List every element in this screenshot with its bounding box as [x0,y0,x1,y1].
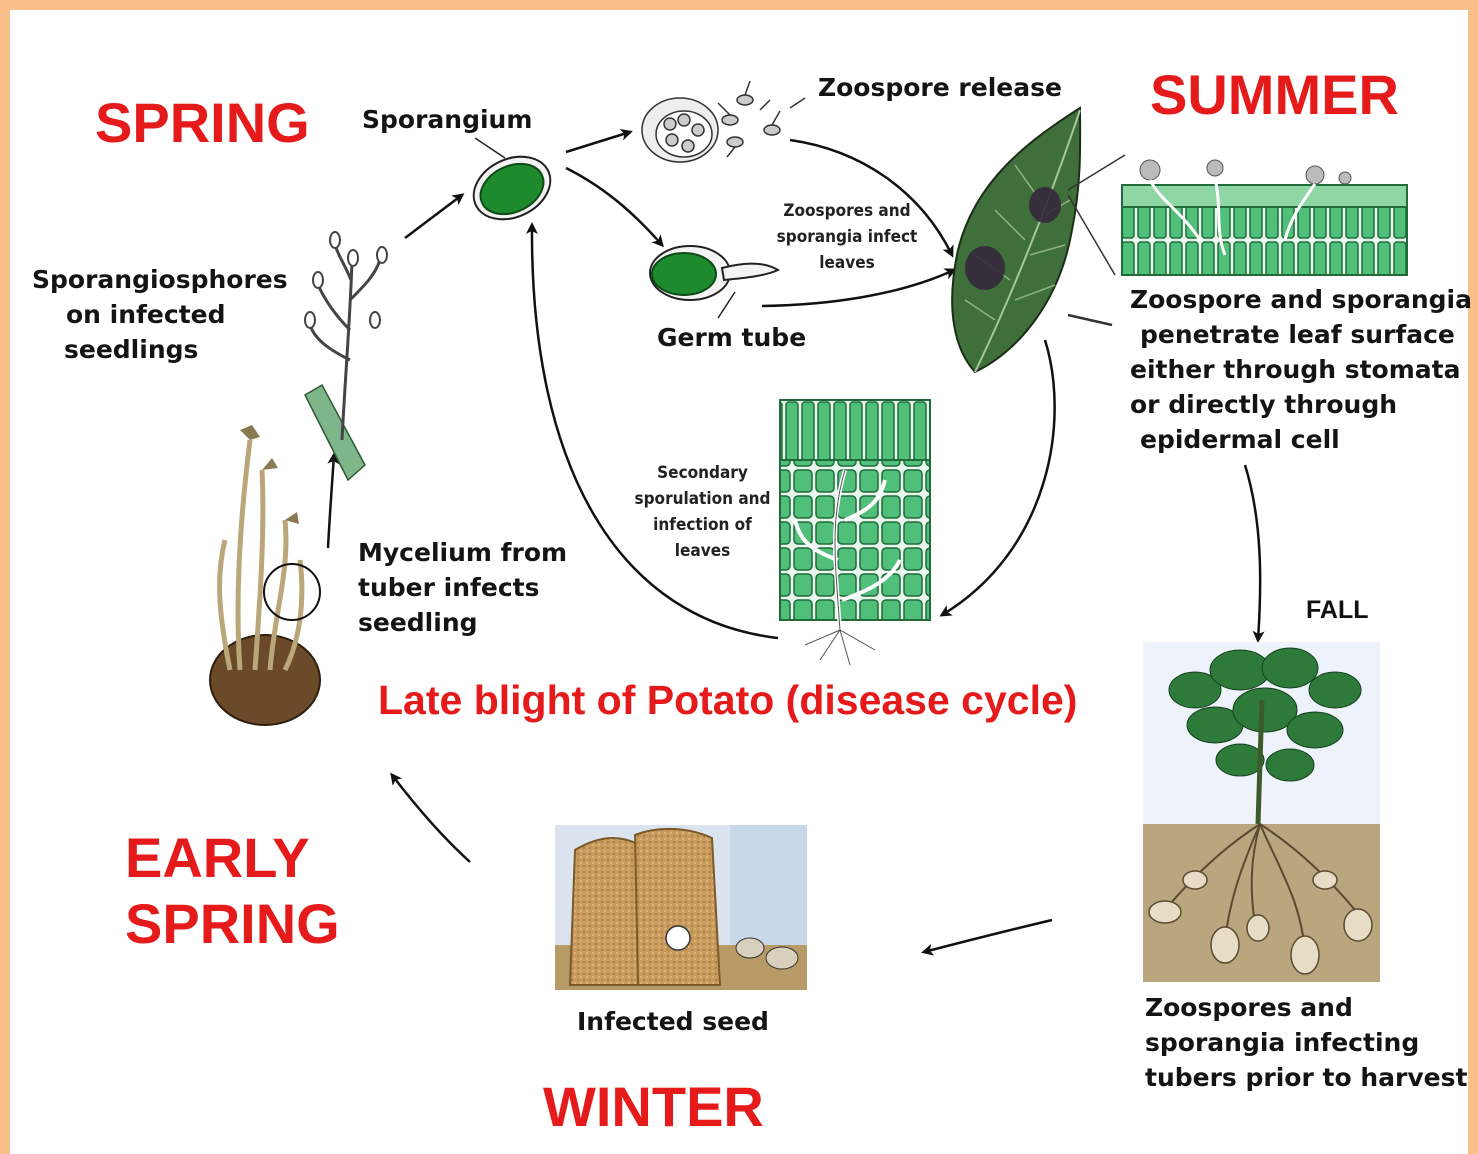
leaf-cross-section-illustration [1122,160,1407,275]
label-penetrate: Zoospore and sporangia penetrate leaf su… [1130,282,1472,457]
label-line: Zoospore and sporangia [1130,282,1472,317]
label-line: leaves [772,250,922,276]
season-label-winter: WINTER [543,1074,764,1140]
sporangium-illustration [463,138,560,231]
label-line: Zoospores and [772,198,922,224]
label-zoospore-release: Zoospore release [818,70,1062,105]
label-sporangium: Sporangium [362,102,532,137]
label-line: sporangia infecting [1145,1025,1467,1060]
arrow-sporangium-to-zoospores [566,132,630,152]
infected-seedling-illustration [210,425,320,725]
label-tubers-infected: Zoospores and sporangia infecting tubers… [1145,990,1467,1095]
label-line: on infected [32,297,288,332]
season-label-summer: SUMMER [1150,62,1399,128]
label-line: sporulation and [630,486,775,512]
label-zoospores-infect: Zoospores and sporangia infect leaves [772,198,922,276]
arrow-leaf-to-secondary [942,340,1055,615]
label-line: or directly through [1130,387,1472,422]
label-line: infection of [630,512,775,538]
label-line: sporangia infect [772,224,922,250]
arrow-seedling-to-sporangiophore [328,455,334,548]
arrow-fall-to-winter [924,920,1052,952]
germ-tube-illustration [650,246,778,318]
label-line: penetrate leaf surface [1130,317,1472,352]
label-line: tuber infects [358,570,567,605]
label-secondary-sporulation: Secondary sporulation and infection of l… [630,460,775,564]
arrow-winter-to-earlyspring [392,775,470,862]
arrow-summer-to-fall [1245,465,1260,640]
arrow-sporangium-to-germtube [566,168,662,245]
label-sporangiophores: Sporangiosphores on infected seedlings [32,262,288,367]
label-line: tubers prior to harvest [1145,1060,1467,1095]
label-infected-seed: Infected seed [577,1004,769,1039]
arrow-sporangiophore-to-sporangium [405,195,462,238]
season-label-early: EARLY [125,825,310,891]
label-line: seedlings [32,332,288,367]
label-line: either through stomata [1130,352,1472,387]
potato-plant-illustration [1143,642,1380,982]
label-mycelium: Mycelium from tuber infects seedling [358,535,567,640]
season-label-spring: SPRING [95,90,310,156]
label-germ-tube: Germ tube [657,320,806,355]
sporangiophore-illustration [305,232,387,480]
season-label-fall: FALL [1306,596,1369,625]
zoospore-release-illustration [642,81,805,162]
label-line: Sporangiosphores [32,262,288,297]
secondary-sporulation-illustration [780,400,930,677]
label-line: leaves [630,538,775,564]
infected-seed-illustration [555,825,807,990]
label-line: Mycelium from [358,535,567,570]
label-line: epidermal cell [1130,422,1472,457]
label-line: seedling [358,605,567,640]
season-label-early-spring: SPRING [125,891,340,957]
label-line: Secondary [630,460,775,486]
label-line: Zoospores and [1145,990,1467,1025]
diagram-title: Late blight of Potato (disease cycle) [378,677,1077,723]
infected-leaf-illustration [952,108,1125,372]
